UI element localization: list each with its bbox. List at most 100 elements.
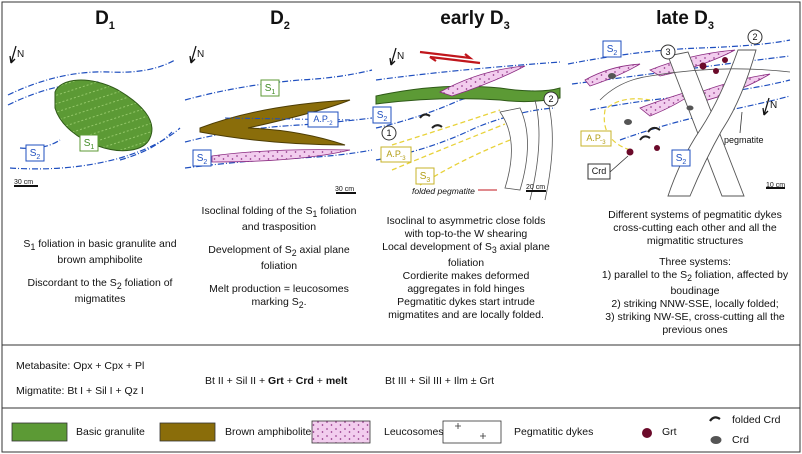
legend-brown-amphibolite: Brown amphibolite: [225, 426, 312, 438]
ap3-label-box: [380, 146, 412, 163]
s2-line: [375, 90, 556, 129]
legend-leucosomes: Leucosomes: [384, 426, 444, 438]
scale-label-late-d3: 10 cm: [766, 182, 786, 189]
col-title-d1: D1: [95, 8, 115, 32]
col-title-late-d3: late D3: [656, 8, 714, 32]
folded-crd-marks: [419, 113, 443, 129]
north-arrow-icon: [9, 45, 17, 64]
ap3-label: A.P.3: [586, 133, 606, 146]
s2-line: [119, 131, 173, 161]
s3-line: [391, 109, 501, 146]
s2-label: S2: [376, 110, 388, 123]
col-title-early-d3: early D3: [440, 8, 510, 32]
north-label: N: [197, 49, 205, 60]
panel-d2: [184, 69, 373, 194]
legend-amphibolite-swatch: [159, 422, 216, 442]
desc-d1: S1 foliation in basic granulite and brow…: [10, 238, 190, 306]
number-2-label: 2: [548, 94, 554, 104]
s2-label-box: [192, 149, 212, 167]
panel-early-d3: [372, 50, 561, 201]
legend-leucosome-swatch: [311, 420, 371, 444]
granulite-body: [54, 79, 153, 152]
north-label: N: [770, 100, 778, 111]
scale-label-d1: 30 cm: [14, 179, 34, 186]
leucosome: [439, 65, 526, 97]
grt-dot: [713, 68, 719, 74]
panel-d1: [7, 59, 181, 187]
s3-label: S3: [419, 171, 431, 184]
panel-late-d3: [567, 29, 791, 197]
pegmatite-dyke: [529, 99, 553, 201]
north-label: N: [17, 49, 25, 60]
axial-plane-line: [224, 117, 356, 121]
metabasite-assemblage: Metabasite: Opx + Cpx + Pl: [16, 360, 145, 372]
col-title-d2: D2: [270, 8, 290, 32]
grt-dot: [626, 148, 634, 156]
s3-line: [603, 98, 651, 151]
grt-dot: [654, 145, 660, 151]
legend-swatches: [11, 416, 722, 444]
shear-arrows: [419, 50, 481, 65]
s2-label-box: [372, 106, 392, 124]
ap2-label-box: [307, 111, 339, 128]
desc-line: Pegmatitic dykes start intrude migmatite…: [388, 296, 544, 322]
desc-line: Different systems of pegmatitic dykes cr…: [608, 209, 782, 247]
legend-folded-crd: folded Crd: [732, 414, 781, 426]
number-1-label: 1: [386, 128, 392, 138]
number-2-label: 2: [752, 32, 758, 42]
legend-pegmatite-swatch: [442, 420, 502, 444]
pegmatite-label: pegmatite: [724, 135, 764, 145]
north-arrow-icon: [389, 47, 397, 66]
s2-label: S2: [675, 153, 687, 166]
north-arrow-icon: [189, 45, 197, 64]
s2-line: [375, 107, 556, 161]
d2-assemblage: Bt II + Sil II + Grt + Crd + melt: [205, 375, 348, 387]
legend-crd: Crd: [732, 434, 749, 446]
legend-pegmatite-crosses: [455, 423, 486, 439]
desc-line: Discordant to the S2 foliation of migmat…: [27, 277, 173, 306]
s2-line: [7, 81, 101, 106]
s2-label-box: [25, 144, 45, 162]
desc-d2: Isoclinal folding of the S1 foliation an…: [200, 205, 358, 312]
crd-label: Crd: [591, 166, 607, 176]
s2-line: [567, 39, 791, 65]
s2-label: S2: [606, 44, 618, 57]
pegmatite-dyke-edge: [599, 68, 791, 101]
amphibolite-fold: [199, 99, 351, 146]
north-arrows: [9, 45, 770, 116]
migmatite-assemblage: Migmatite: Bt I + Sil I + Qz I: [16, 385, 144, 397]
grt-dot: [722, 57, 728, 63]
s1-label: S1: [83, 138, 95, 151]
number-2-circle: [543, 91, 559, 107]
desc-late-d3: Different systems of pegmatitic dykes cr…: [595, 209, 795, 337]
d3-assemblage: Bt III + Sil III + Ilm ± Grt: [385, 375, 495, 387]
number-3-circle: [660, 44, 676, 60]
scale-label-d2: 30 cm: [335, 186, 355, 193]
desc-line: Three systems:: [659, 256, 731, 268]
desc-line: Development of S2 axial plane foliation: [208, 244, 350, 273]
s1-label: S1: [264, 83, 276, 96]
desc-line: Isoclinal to asymmetric close folds with…: [386, 215, 546, 240]
crd-pointer: [609, 155, 629, 173]
desc-line: Melt production = leucosomes marking S2.: [209, 283, 349, 311]
ap3-label: A.P.3: [386, 149, 406, 162]
s1-label-box: [260, 79, 280, 97]
folded-crd-marks: [639, 126, 661, 141]
legend-pegmatitic-dykes: Pegmatitic dykes: [514, 426, 594, 438]
folded-pegmatite: [499, 107, 528, 191]
desc-early-d3: Isoclinal to asymmetric close folds with…: [376, 215, 556, 322]
crd-blob: [686, 105, 694, 111]
number-2-circle: [747, 29, 763, 45]
desc-line: Local development of S3 axial plane foli…: [382, 241, 550, 270]
s2-label-box: [671, 149, 691, 167]
folded-pegmatite-label: folded pegmatite: [412, 186, 475, 196]
legend-grt-dot: [642, 428, 652, 438]
s2-line: [375, 61, 561, 81]
crd-blob: [624, 119, 632, 125]
legend-basic-granulite: Basic granulite: [76, 426, 145, 438]
s2-line: [7, 59, 176, 96]
legend-folded-crd-icon: [709, 416, 721, 422]
